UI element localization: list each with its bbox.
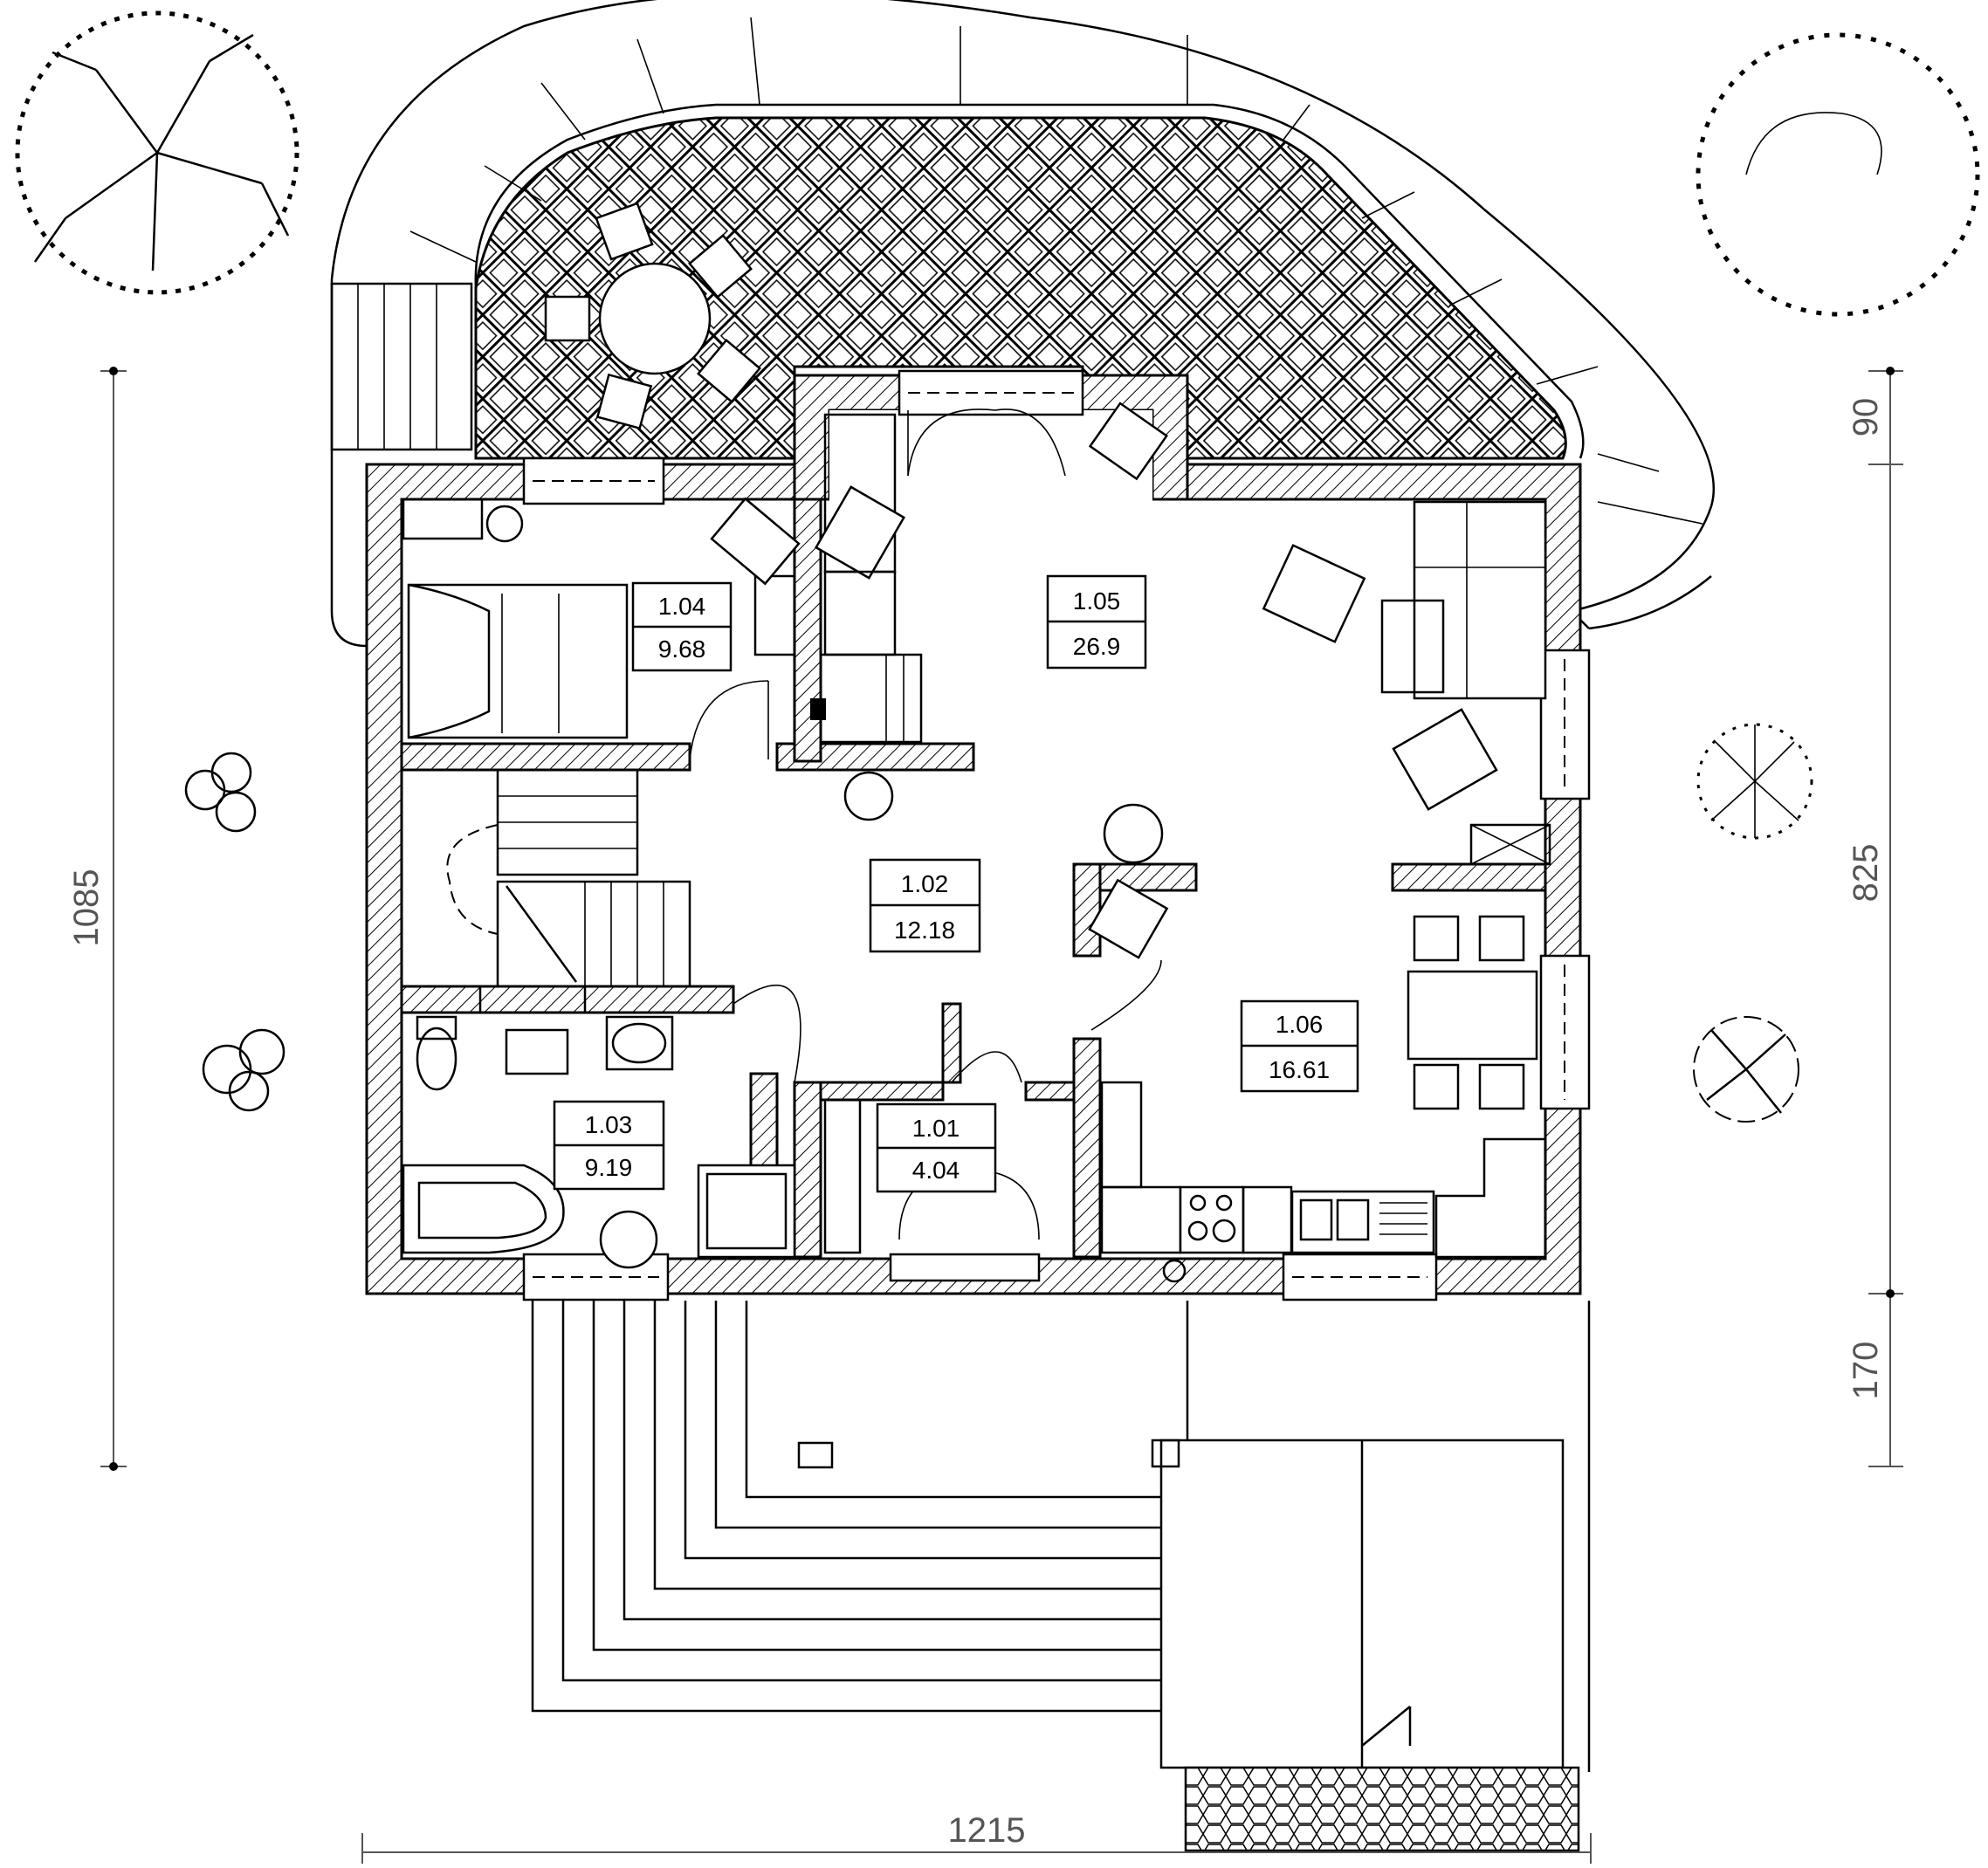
room-label-1.06: 1.06 16.61 [1240,999,1359,1093]
shrub-left-lower [202,1028,285,1112]
room-id: 1.05 [1073,587,1121,615]
living-furniture [810,402,1551,959]
room-area: 9.68 [658,635,706,663]
dimension-left: 1085 [67,367,127,1471]
dimension-right: 90 825 170 [1847,367,1903,1467]
dim-right-top: 90 [1847,398,1885,437]
closet-furniture [823,1098,862,1254]
bathroom-fixtures [402,985,796,1259]
doors [689,409,1162,1240]
dim-overall-height: 1085 [67,869,106,947]
tree-top-right [1696,32,1980,317]
dimension-bottom: 1215 [361,1811,1592,1864]
tree-top-left [15,10,299,295]
dim-overall-width: 1215 [948,1811,1026,1850]
dim-right-middle: 825 [1847,844,1885,903]
patio-table-set [544,202,761,430]
room-area: 16.61 [1269,1056,1330,1083]
room-id: 1.04 [658,593,706,620]
room-id: 1.02 [901,870,949,897]
potted-plants [485,505,1164,1269]
shrub-right-upper [1696,723,1813,840]
shrub-right-lower [1693,1016,1799,1123]
room-id: 1.06 [1276,1011,1324,1038]
room-label-1.05: 1.05 26.9 [1046,574,1147,670]
room-id: 1.03 [585,1111,633,1138]
room-id: 1.01 [912,1115,960,1142]
room-label-1.04: 1.04 9.68 [631,581,733,672]
kitchen [1100,1081,1547,1283]
room-area: 4.04 [912,1157,960,1184]
room-area: 26.9 [1073,633,1121,660]
dining-set [1407,915,1538,1110]
dim-right-bottom: 170 [1847,1342,1885,1400]
staircase [446,768,691,988]
bedroom-furniture [402,497,801,739]
terrace-edge-ticks [409,17,1703,525]
windows [522,369,1591,1301]
room-label-1.01: 1.01 4.04 [876,1102,997,1193]
shrub-left-upper [184,752,257,833]
room-label-1.02: 1.02 12.18 [869,858,981,953]
carport [1151,1301,1591,1852]
room-area: 9.19 [585,1154,633,1181]
front-steps [531,1301,1189,1713]
room-area: 12.18 [894,917,955,944]
room-label-1.03: 1.03 9.19 [553,1100,665,1191]
